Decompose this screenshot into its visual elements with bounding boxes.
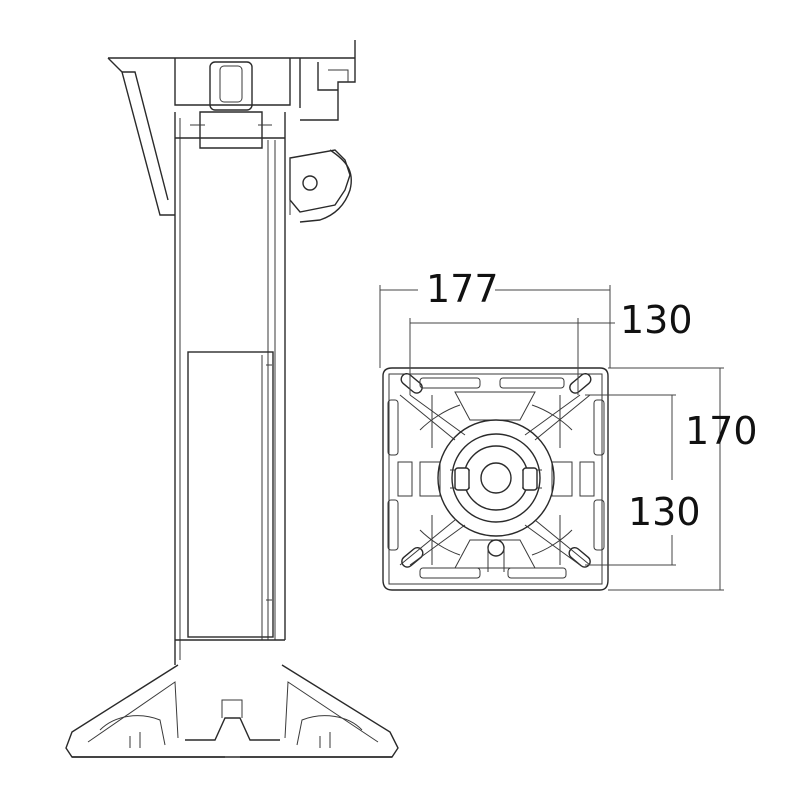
main-column bbox=[174, 112, 286, 665]
plate-outline bbox=[382, 367, 609, 591]
pedestal-base bbox=[65, 664, 399, 758]
dimension-right-height: 170 bbox=[685, 409, 758, 453]
adjusting-knob bbox=[289, 149, 352, 223]
dimension-top-width: 177 bbox=[426, 267, 499, 311]
plate-ribs bbox=[387, 377, 605, 579]
base-plate-top-view bbox=[382, 367, 609, 591]
dimension-right-inner: 130 bbox=[628, 490, 701, 534]
central-hub bbox=[437, 419, 555, 572]
seat-bracket bbox=[107, 40, 356, 216]
dimension-lines bbox=[379, 285, 724, 591]
dimension-top-inner: 130 bbox=[620, 298, 693, 342]
pedestal-side-view bbox=[65, 40, 399, 758]
